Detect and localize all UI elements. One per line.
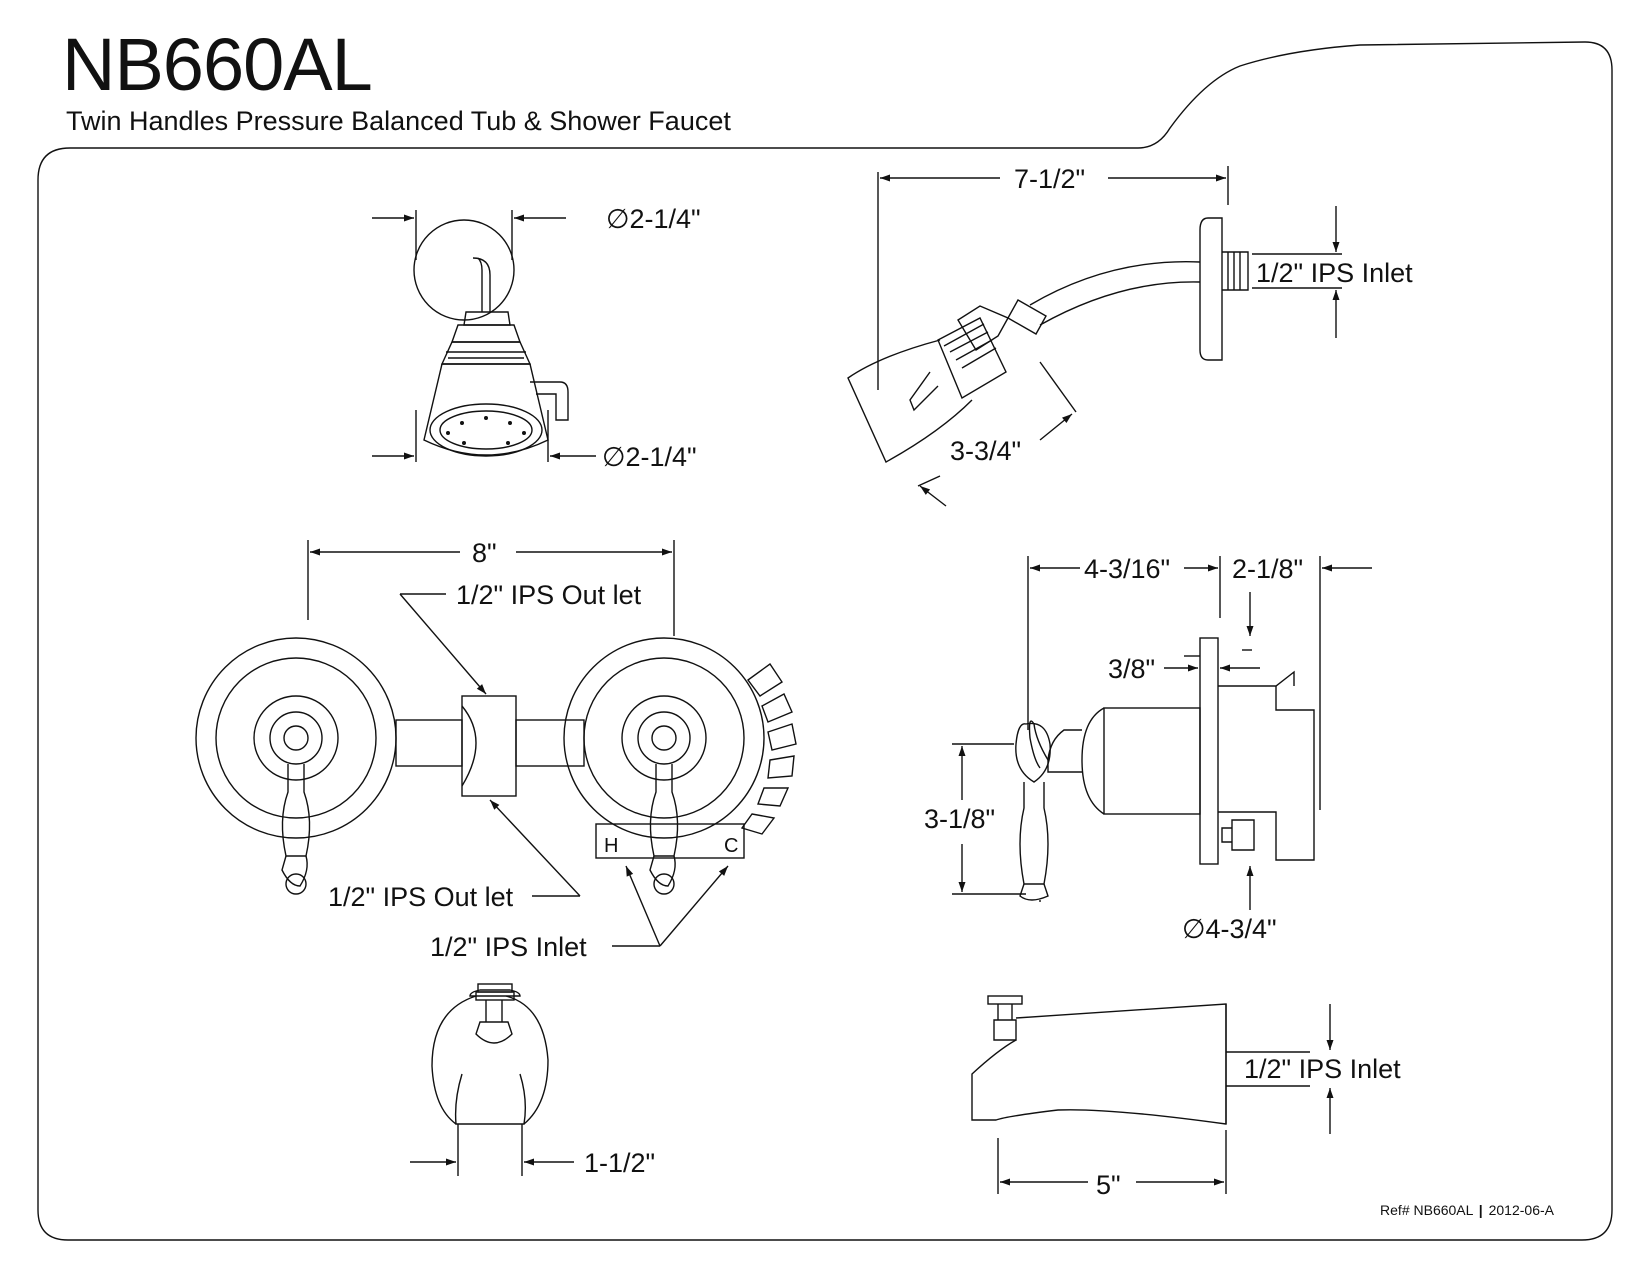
valve-front-view: H C <box>195 540 797 895</box>
valve-hot-mark: H <box>604 835 618 857</box>
dim-valve-width: 8" <box>472 538 497 568</box>
dim-head-front-bottom: ∅2-1/4" <box>602 442 697 472</box>
spout-side-view <box>971 995 1310 1194</box>
dim-arm-inlet: 1/2" IPS Inlet <box>1256 258 1413 288</box>
dim-head-depth: 3-3/4" <box>950 436 1021 466</box>
dim-spout-length: 5" <box>1096 1170 1121 1200</box>
model-number: NB660AL <box>62 23 373 106</box>
valve-cold-mark: C <box>724 835 738 857</box>
dim-spout-inlet: 1/2" IPS Inlet <box>1244 1054 1401 1084</box>
dim-arm-length: 7-1/2" <box>1014 164 1085 194</box>
reference-footer: Ref# NB660AL | 2012-06-A <box>1380 1202 1554 1218</box>
shower-head-front-view <box>413 210 569 462</box>
ref-date: 2012-06-A <box>1488 1202 1554 1218</box>
dim-valve-inlet: 1/2" IPS Inlet <box>430 932 587 962</box>
product-description: Twin Handles Pressure Balanced Tub & Sho… <box>66 106 731 136</box>
dim-spout-front-width: 1-1/2" <box>584 1148 655 1178</box>
dim-escutcheon-diameter: ∅4-3/4" <box>1182 914 1277 944</box>
dim-handle-height: 3-1/8" <box>924 804 995 834</box>
dim-outlet-top: 1/2" IPS Out let <box>456 580 642 610</box>
dim-head-front-top: ∅2-1/4" <box>606 204 701 234</box>
dim-body-depth: 2-1/8" <box>1232 554 1303 584</box>
dim-plate-thickness: 3/8" <box>1108 654 1155 684</box>
dim-handle-depth: 4-3/16" <box>1084 554 1170 584</box>
ref-separator: | <box>1478 1202 1483 1218</box>
valve-side-view <box>952 556 1321 902</box>
shower-arm-side-view <box>847 166 1249 487</box>
ref-label: Ref# NB660AL <box>1380 1202 1473 1218</box>
frame-border <box>37 41 1613 1241</box>
spout-front-view <box>431 983 549 1176</box>
dim-outlet-bottom: 1/2" IPS Out let <box>328 882 514 912</box>
